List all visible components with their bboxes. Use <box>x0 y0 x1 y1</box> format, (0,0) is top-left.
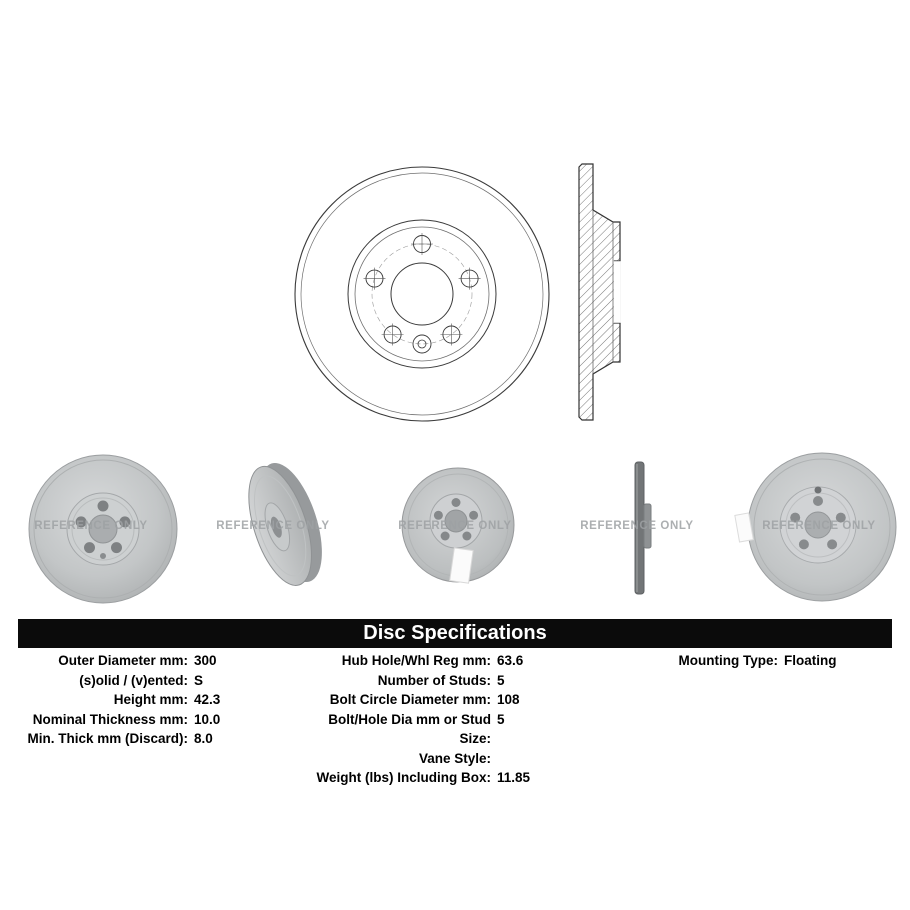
spec-value: 5 <box>497 711 505 727</box>
spec-label: Weight (lbs) Including Box: <box>316 770 492 785</box>
spec-column-right: Mounting Type: Floating <box>600 651 900 671</box>
rotor-rear-image <box>734 452 897 602</box>
spec-row-nominal-thickness: Nominal Thickness mm: 10.0 <box>8 710 343 730</box>
rotor-tilted-image <box>401 467 515 584</box>
spec-label: Bolt Circle Diameter mm: <box>329 692 491 707</box>
spec-row-min-thickness: Min. Thick mm (Discard): 8.0 <box>8 729 343 749</box>
rotor-edge-image <box>634 461 652 595</box>
spec-row-mounting-type: Mounting Type: Floating <box>600 651 900 671</box>
spec-value: 42.3 <box>194 692 221 707</box>
spec-value: 8.0 <box>194 731 213 746</box>
spec-table-body: Outer Diameter mm: 300 (s)olid / (v)ente… <box>0 651 910 785</box>
spec-table-header: Disc Specifications <box>18 619 892 648</box>
disc-front-view-drawing <box>294 166 550 422</box>
spec-label: (s)olid / (v)ented: <box>79 672 188 688</box>
photo-rotor-angled-edge: REFERENCE ONLY <box>182 452 364 610</box>
spec-value: 63.6 <box>497 653 524 668</box>
spec-label: Number of Studs: <box>377 672 491 688</box>
spec-row-outer-diameter: Outer Diameter mm: 300 <box>8 651 343 671</box>
spec-value: 300 <box>194 653 217 668</box>
photo-rotor-edge-on: REFERENCE ONLY <box>546 452 728 610</box>
spec-label: Bolt/Hole Dia mm or Stud Size: <box>328 711 491 747</box>
disc-cross-section-drawing <box>578 163 621 421</box>
rotor-front-image <box>28 454 178 604</box>
spec-row-height: Height mm: 42.3 <box>8 690 343 710</box>
spec-label: Outer Diameter mm: <box>58 653 188 668</box>
spec-label: Mounting Type: <box>678 653 778 668</box>
spec-row-hub-hole: Hub Hole/Whl Reg mm: 63.6 <box>295 651 640 671</box>
photo-rotor-front: REFERENCE ONLY <box>0 452 182 610</box>
spec-label: Height mm: <box>113 692 188 707</box>
spec-label: Min. Thick mm (Discard): <box>27 731 188 746</box>
spec-value: 10.0 <box>194 711 221 727</box>
spec-row-weight: Weight (lbs) Including Box: 11.85 <box>295 768 640 788</box>
brake-disc-technical-drawing <box>294 163 621 422</box>
spec-row-bolt-circle-diameter: Bolt Circle Diameter mm: 108 <box>295 690 640 710</box>
spec-value: 11.85 <box>497 770 531 785</box>
white-label-sticker <box>734 512 754 543</box>
spec-label: Hub Hole/Whl Reg mm: <box>341 653 491 668</box>
spec-row-number-of-studs: Number of Studs: 5 <box>295 671 640 691</box>
spec-value: S <box>194 672 204 688</box>
white-label-sticker <box>449 547 474 584</box>
spec-row-bolt-hole-dia: Bolt/Hole Dia mm or Stud Size: 5 <box>295 710 640 749</box>
product-photos-row: REFERENCE ONLY REFERENCE ONLY <box>0 452 910 610</box>
spec-label: Nominal Thickness mm: <box>32 711 188 727</box>
photo-rotor-rear: REFERENCE ONLY <box>728 452 910 610</box>
spec-row-vane-style: Vane Style: <box>295 749 640 769</box>
spec-value: Floating <box>784 653 837 668</box>
spec-row-solid-vented: (s)olid / (v)ented: S <box>8 671 343 691</box>
spec-column-left: Outer Diameter mm: 300 (s)olid / (v)ente… <box>8 651 343 749</box>
spec-value: 108 <box>497 692 520 707</box>
photo-rotor-tilted-label: REFERENCE ONLY <box>364 452 546 610</box>
spec-value: 5 <box>497 672 505 688</box>
spec-label: Vane Style: <box>418 750 491 766</box>
spec-column-middle: Hub Hole/Whl Reg mm: 63.6 Number of Stud… <box>295 651 640 788</box>
rotor-angled-image <box>248 463 322 586</box>
